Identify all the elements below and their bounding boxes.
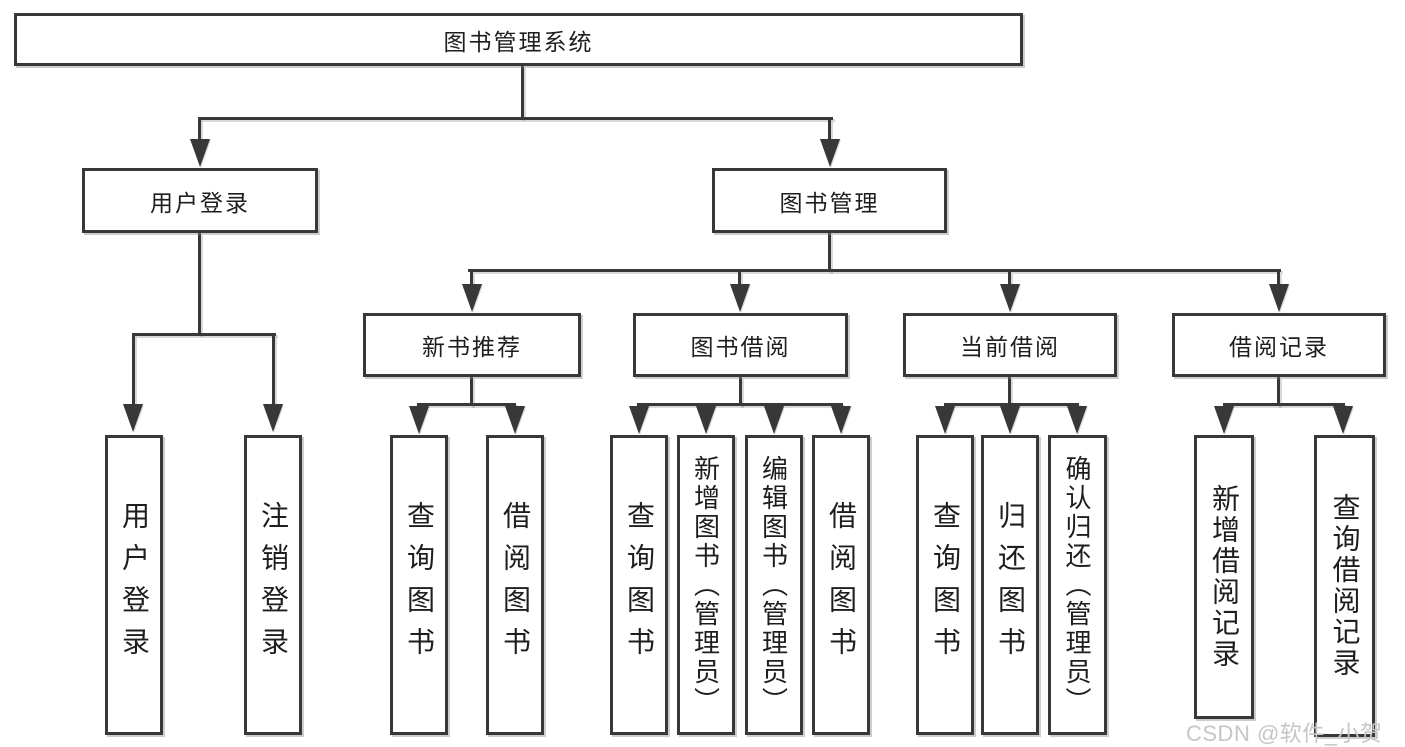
node-leaf-bb-query-books: 查询图书 [610, 435, 668, 735]
connector-line [468, 269, 1281, 272]
connector-line [1277, 272, 1280, 285]
connector-line [739, 377, 742, 406]
node-leaf-nb-query-books: 查询图书 [390, 435, 448, 735]
arrow-down [820, 139, 840, 167]
node-leaf-bb-edit-books-admin: 编辑图书（管理员） [745, 435, 803, 735]
connector-line [828, 233, 831, 272]
arrow-down [1214, 406, 1234, 434]
connector-line [738, 272, 741, 285]
connector-line [132, 333, 276, 336]
arrow-down [1067, 406, 1087, 434]
node-new-books: 新书推荐 [363, 313, 581, 377]
node-leaf-user-login: 用户登录 [105, 435, 163, 735]
arrow-down [409, 406, 429, 434]
node-book-borrow: 图书借阅 [633, 313, 848, 377]
connector-line [944, 403, 1079, 406]
arrow-down [1333, 406, 1353, 434]
arrow-down [462, 284, 482, 312]
connector-line [1008, 377, 1011, 406]
arrow-down [629, 406, 649, 434]
connector-line [470, 377, 473, 406]
connector-line [828, 119, 831, 141]
arrow-down [1269, 284, 1289, 312]
arrow-down [505, 406, 525, 434]
node-leaf-bb-add-books-admin: 新增图书（管理员） [677, 435, 735, 735]
node-leaf-cb-confirm-return-admin: 确认归还（管理员） [1048, 435, 1107, 735]
node-book-mgmt: 图书管理 [712, 168, 947, 233]
node-current-borrow: 当前借阅 [903, 313, 1117, 377]
arrow-down [1000, 406, 1020, 434]
connector-line [470, 272, 473, 285]
connector-line [1223, 403, 1345, 406]
node-leaf-br-add-record: 新增借阅记录 [1194, 435, 1254, 719]
node-leaf-br-query-record: 查询借阅记录 [1314, 435, 1375, 737]
connector-line [637, 403, 843, 406]
arrow-down [730, 284, 750, 312]
node-borrow-records: 借阅记录 [1172, 313, 1386, 377]
node-user-login: 用户登录 [82, 168, 318, 233]
arrow-down [1000, 284, 1020, 312]
connector-line [198, 117, 833, 120]
node-leaf-cb-return-books: 归还图书 [981, 435, 1039, 735]
connector-line [272, 335, 275, 405]
arrow-down [935, 406, 955, 434]
node-leaf-cb-query-books: 查询图书 [916, 435, 974, 735]
arrow-down [190, 139, 210, 167]
node-leaf-nb-borrow-books: 借阅图书 [486, 435, 544, 735]
connector-line [198, 119, 201, 141]
node-leaf-logout: 注销登录 [244, 435, 302, 735]
arrow-down [831, 406, 851, 434]
connector-line [521, 66, 524, 119]
connector-line [198, 233, 201, 335]
node-root: 图书管理系统 [14, 13, 1023, 66]
node-leaf-bb-borrow-books: 借阅图书 [812, 435, 870, 735]
csdn-watermark: CSDN @软件_小贺同学 [1186, 721, 1383, 746]
arrow-down [764, 406, 784, 434]
connector-line [1277, 377, 1280, 406]
connector-line [1008, 272, 1011, 285]
connector-line [417, 403, 516, 406]
connector-line [132, 335, 135, 405]
arrow-down [263, 404, 283, 432]
arrow-down [123, 404, 143, 432]
arrow-down [696, 406, 716, 434]
